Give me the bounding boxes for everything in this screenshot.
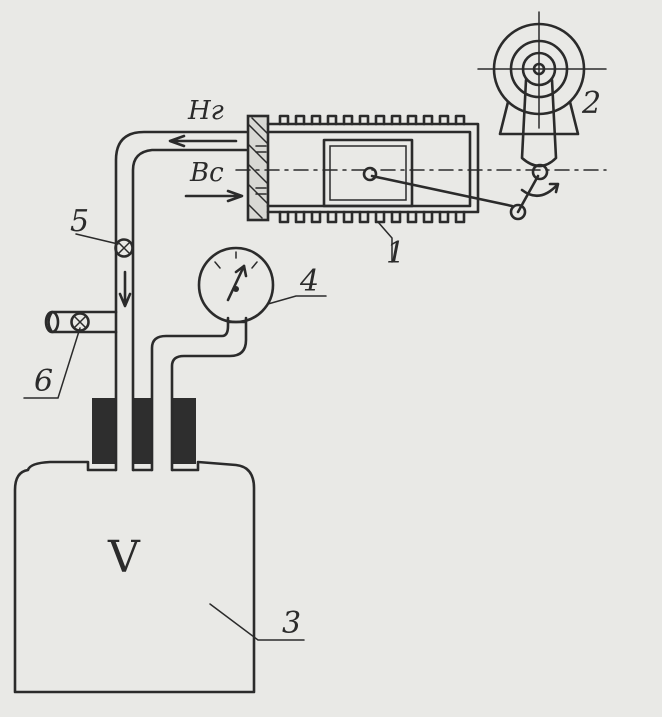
inlet-arrow (184, 189, 244, 203)
label-outlet: Нг (188, 96, 224, 126)
side-branch-opening (44, 310, 60, 334)
leader-5 (75, 233, 119, 245)
label-5: 5 (70, 204, 90, 239)
crank-pin (509, 203, 527, 221)
label-6: 6 (34, 364, 54, 399)
rotation-arrow (520, 182, 560, 198)
piston (322, 138, 414, 208)
gauge-tube (150, 316, 248, 472)
gauge-tube-gap (152, 336, 172, 472)
label-2: 2 (582, 86, 602, 121)
label-3: 3 (282, 606, 302, 641)
vessel-stopper (92, 398, 196, 464)
label-inlet: Вс (190, 158, 224, 188)
leader-6 (23, 327, 81, 399)
outlet-arrow (168, 134, 238, 148)
pressure-gauge (197, 246, 275, 324)
main-tube (114, 130, 248, 472)
label-volume: V (108, 532, 140, 583)
flow-down-arrow (118, 270, 132, 308)
leader-1 (377, 221, 393, 263)
valve-5 (114, 238, 134, 258)
flywheel (477, 11, 607, 168)
label-1: 1 (386, 236, 406, 271)
label-4: 4 (300, 264, 320, 299)
main-tube-gap (116, 150, 133, 472)
connecting-rod (370, 174, 514, 208)
vessel-body (13, 460, 256, 694)
leader-4 (267, 295, 327, 305)
leader-3 (209, 603, 305, 641)
